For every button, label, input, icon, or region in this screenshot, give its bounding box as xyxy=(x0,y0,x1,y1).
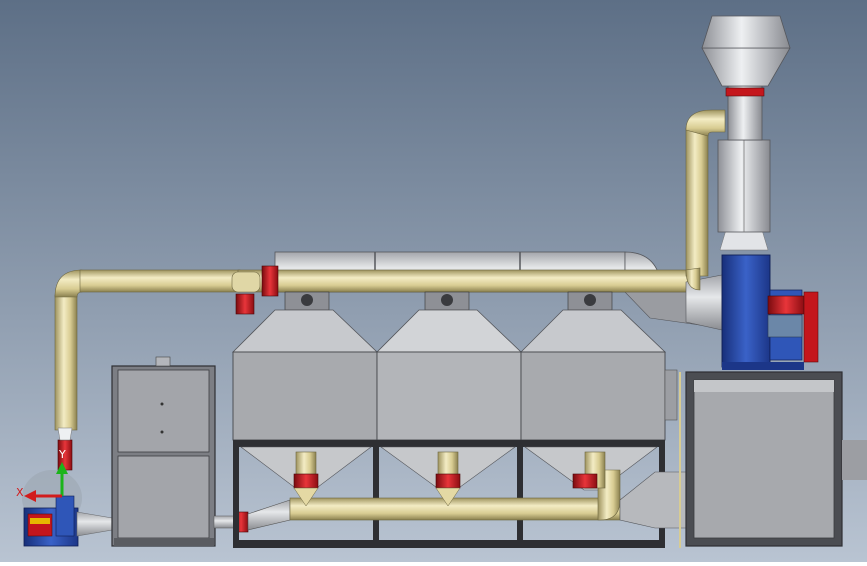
adsorption-beds[interactable] xyxy=(232,309,678,441)
inlet-fan[interactable] xyxy=(22,427,113,547)
filter-cabinet[interactable] xyxy=(111,356,291,547)
catalytic-combustion-unit[interactable] xyxy=(679,371,867,548)
triad-y-label: Y xyxy=(58,448,66,461)
bottom-collector-pipe[interactable] xyxy=(289,451,687,529)
header-valves[interactable] xyxy=(284,291,613,311)
inlet-pipe[interactable] xyxy=(54,269,241,431)
triad-x-label: X xyxy=(16,486,24,499)
main-header-duct[interactable] xyxy=(231,251,701,326)
exhaust-stack[interactable] xyxy=(701,15,791,233)
riser-pipe[interactable] xyxy=(685,109,726,291)
coordinate-triad: Y X xyxy=(16,448,68,502)
